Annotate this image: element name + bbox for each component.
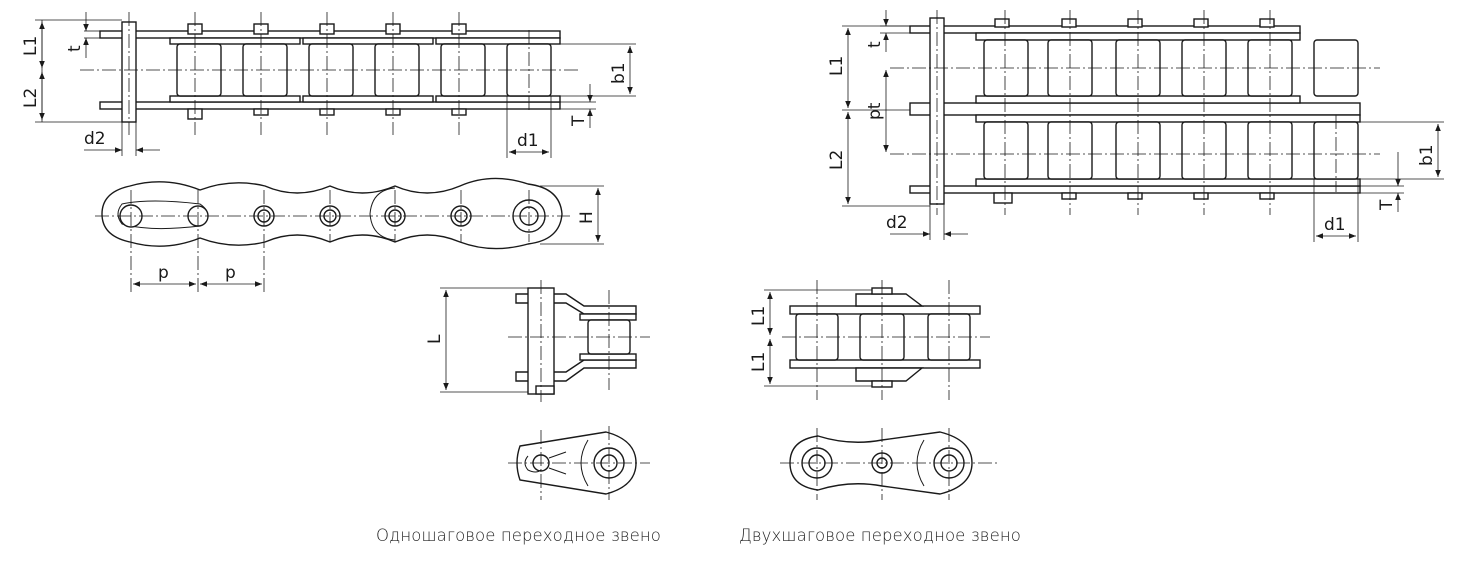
dim-label-b1: b1 xyxy=(609,62,629,84)
dim-label-L2: L2 xyxy=(21,88,41,108)
dim-label-L1: L1 xyxy=(749,352,769,372)
single-strand-top-view: L1 L2 t b1 T d1 d2 xyxy=(21,12,636,158)
dim-label-t: t xyxy=(865,41,885,48)
dim-label-t: t xyxy=(65,45,85,52)
dim-label-L1: L1 xyxy=(749,306,769,326)
dim-label-d1: d1 xyxy=(517,131,539,151)
dim-label-p-2: p xyxy=(225,263,236,283)
dim-label-H: H xyxy=(577,211,597,224)
rollers-lower-strand xyxy=(983,121,1359,180)
outer-plate-bottom xyxy=(99,101,561,110)
dim-label-pt: pt xyxy=(865,102,885,120)
dim-label-d2: d2 xyxy=(84,129,106,149)
single-strand-side-view: H p p xyxy=(95,177,604,292)
dim-label-d1: d1 xyxy=(1324,215,1346,235)
dim-label-d2: d2 xyxy=(886,213,908,233)
dim-label-L1: L1 xyxy=(827,56,847,76)
dim-label-T: T xyxy=(1377,199,1397,211)
single-step-link-views: L xyxy=(425,280,650,500)
caption-single-step-link: Одношаговое переходное звено xyxy=(376,526,661,545)
dim-label-L1: L1 xyxy=(21,36,41,56)
dim-label-L: L xyxy=(425,334,445,344)
dim-label-p-1: p xyxy=(158,263,169,283)
caption-double-step-link: Двухшаговое переходное звено xyxy=(739,526,1021,545)
dim-label-b1: b1 xyxy=(1417,144,1437,166)
dim-label-L2: L2 xyxy=(827,150,847,170)
dim-label-T: T xyxy=(569,115,589,127)
double-step-link-views: L1 L1 xyxy=(749,280,1000,500)
double-strand-top-view: L1 L2 t pt b1 T d1 d2 xyxy=(827,10,1444,242)
